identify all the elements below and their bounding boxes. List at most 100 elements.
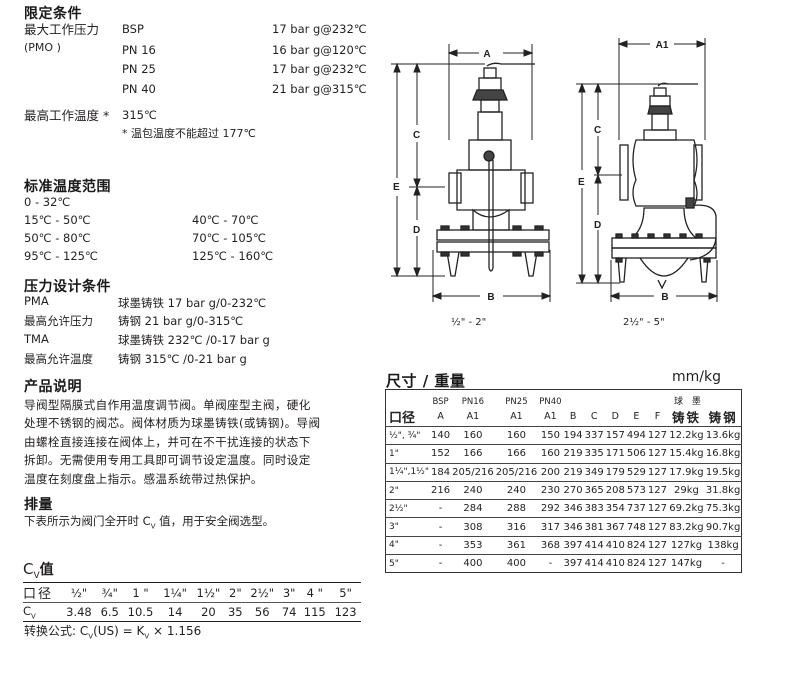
header-cell: BSP [432,396,449,407]
cv-value: 6.5 [96,602,123,622]
temp-range-item: 70℃ - 105℃ [192,231,266,245]
cell: 166 [494,444,539,464]
cell: 29kg [668,480,705,500]
cv-size: 1¼" [158,582,192,603]
cell: 127 [646,499,669,518]
design-value: 铸钢 21 bar g/0-315℃ [118,314,244,328]
cell: - [430,554,452,573]
temp-range-item: 50℃ - 80℃ [24,231,91,245]
cv-size: 4 " [299,582,331,603]
dim-label-a: A [483,49,490,60]
header-cell: PN25 [505,396,528,407]
cell: 127kg [668,535,705,555]
dim-label-c: C [594,125,601,136]
valve-diagram-large: A1 C E D B [576,38,719,303]
cell: 219 [562,444,584,464]
cell: 219 [562,462,584,482]
cell: 205/216 [451,462,495,482]
cell: - [430,535,452,555]
description-line: 温度在刻度盘上指示。感温系统带过热保护。 [24,471,263,486]
dim-label-a1: A1 [656,40,669,51]
header-ductile-iron: 铸铁 [671,409,701,425]
cell: 171 [604,444,626,464]
dim-label-d: D [413,225,420,236]
header-cell [605,390,626,407]
capacity-text-sub: V [150,522,156,531]
cv-size: 2" [225,582,246,603]
cv-size-label: 口径 [23,582,61,603]
header-cell: C [590,410,598,422]
cell: 748 [625,517,647,537]
header-cell: A1 [510,410,523,422]
dimensions-units: mm/kg [672,369,721,385]
cell: 361 [494,535,539,555]
cell: 381 [583,517,605,537]
table-header-row: 口径 A A1 A1 A1 B C D E F 铸铁 铸钢 [386,407,742,427]
cv-title-rest: 值 [39,562,54,578]
cell: 346 [562,499,584,518]
cell: 127 [646,444,669,464]
cell: 150 [538,425,563,445]
cell: 152 [430,444,452,464]
cell: 292 [538,499,563,518]
cv-formula-prefix: 转换公式: [24,624,77,638]
cell: 200 [538,462,563,482]
pmo-value: 17 bar g@232℃ [272,22,367,36]
cell: 494 [625,425,647,445]
cell: 127 [646,480,669,500]
cv-formula: 转换公式: CV(US) = KV × 1.156 [24,622,201,646]
dim-label-b: B [487,292,494,303]
cell: 230 [538,480,563,500]
limits-title: 限定条件 [24,6,82,22]
design-title: 压力设计条件 [24,279,111,295]
cell: 166 [451,444,495,464]
capacity-text-post: 值，用于安全阀选型。 [155,514,275,528]
header-cell: E [633,410,640,422]
cell: 69.2kg [668,499,705,518]
dim-label-b: B [661,292,668,303]
cell: 506 [625,444,647,464]
cv-formula-c: C [79,624,89,638]
dim-label-e: E [578,177,585,188]
cell-size: 1" [385,444,431,464]
cell: 147kg [668,554,705,573]
pmo-rating: PN 25 [122,62,156,76]
valve-diagram-small: A C E D B [391,44,552,303]
cell: 365 [583,480,605,500]
table-header-row-ratings: BSP PN16 PN25 PN40 球 墨 [386,390,742,407]
description-line: 由螺栓直接连接在阀体上，并可在不干扰连接的状态下 [24,434,311,449]
cell-size: 5" [385,554,431,573]
cell-size: ½", ¾" [385,425,431,445]
tmo-label: 最高工作温度 * [24,108,110,123]
cv-size: 1½" [191,582,226,603]
cell: - [538,554,563,573]
pmo-rating: BSP [122,22,144,36]
header-cell: PN40 [539,396,562,407]
diagram-caption-small: ½" - 2" [451,317,487,328]
cv-size-row: 口径 ½" ¾" 1 " 1¼" 1½" 2" 2½" 3" 4 " 5" [23,582,361,603]
cv-value-row: CV 3.48 6.5 10.5 14 20 35 56 74 115 123 [23,602,361,622]
cell: 216 [430,480,452,500]
design-label: TMA [24,332,49,346]
header-cell [563,390,584,407]
cell: 127 [646,462,669,482]
header-cell: B [569,410,577,422]
cell: 160 [451,425,495,445]
design-value: 球墨铸铁 232℃ /0-17 bar g [118,333,270,347]
capacity-text-pre: 下表所示为阀门全开时 C [24,514,151,528]
cell-size: 2" [385,480,431,500]
cell: 573 [625,480,647,500]
header-cast-steel: 铸钢 [708,409,738,425]
cv-value: 35 [225,602,246,622]
cell: - [430,499,452,518]
dim-label-d: D [594,220,601,231]
cell-size: 1¼",1½" [385,462,431,482]
cv-formula-mid: (US) = K [93,624,145,638]
temp-range-item: 15℃ - 50℃ [24,213,91,227]
